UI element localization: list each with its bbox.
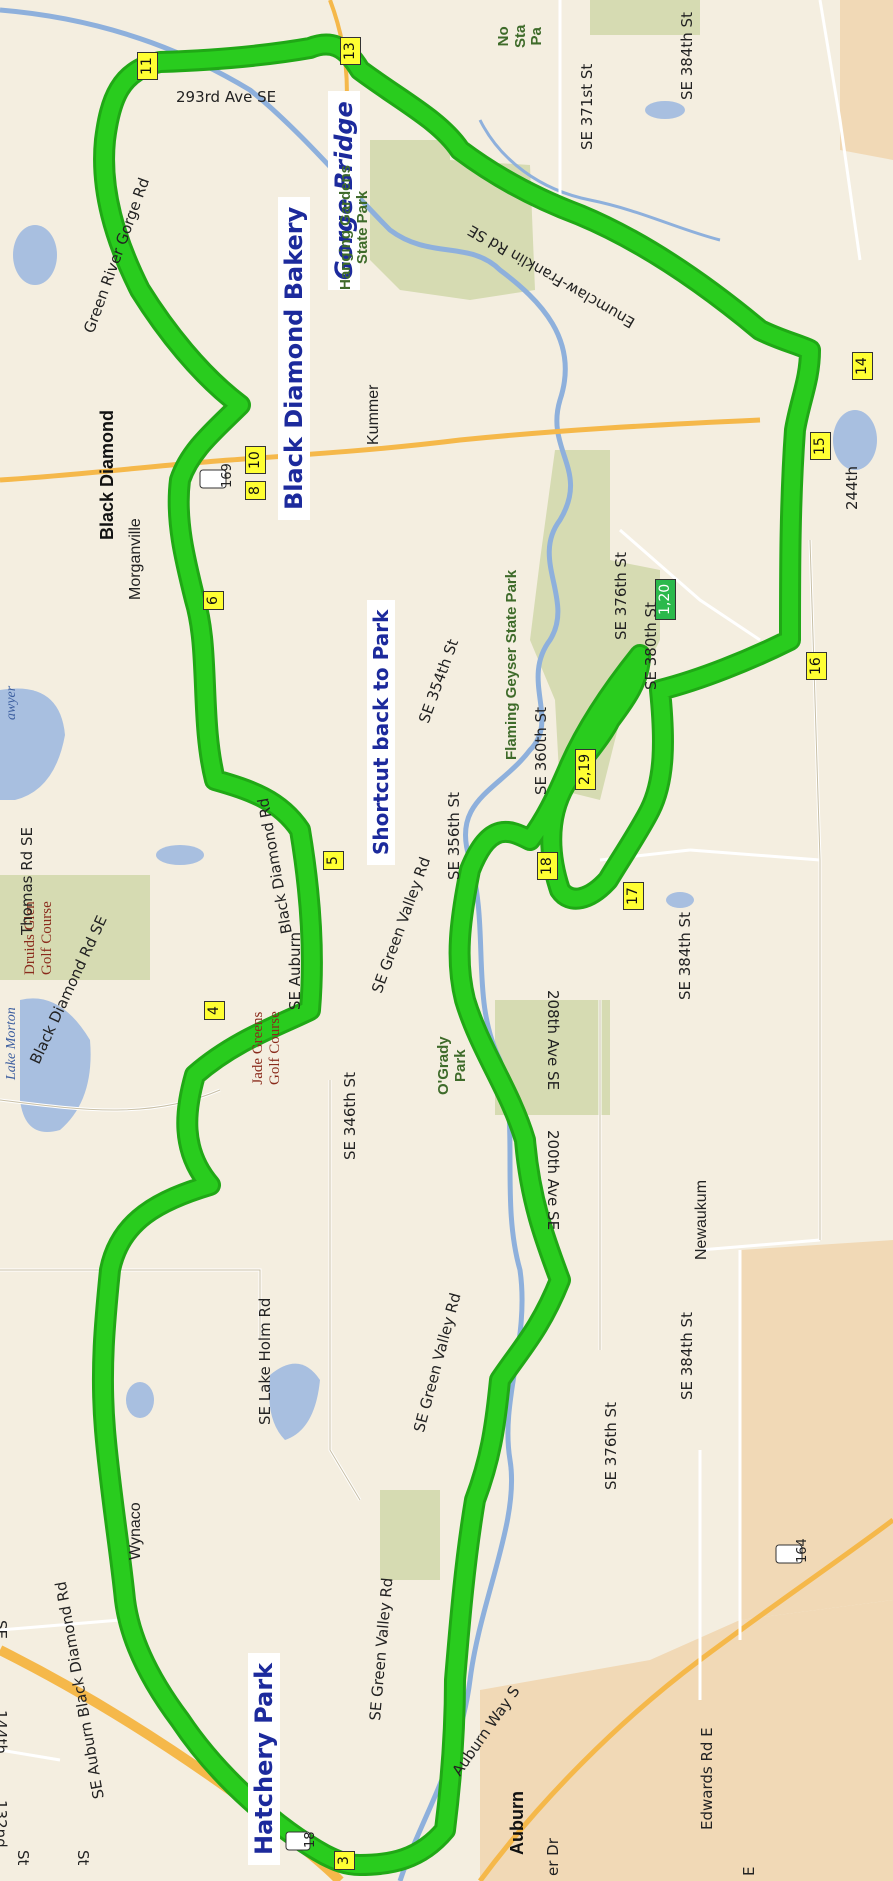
place-newaukum: Newaukum (693, 1179, 710, 1260)
waypoint-17[interactable]: 17 (623, 882, 645, 910)
road-dr-fragment: er Dr (544, 1838, 562, 1876)
waypoint-8[interactable]: 8 (245, 481, 267, 500)
road-edwards: Edwards Rd E (698, 1727, 716, 1830)
small-park-area (380, 1490, 440, 1580)
lake-morton (20, 998, 91, 1132)
road-st-fragment-1: St (14, 1850, 32, 1866)
lake-sawyer-label: awyer (4, 685, 19, 720)
east-urban-area (840, 0, 893, 160)
golf-jade-greens: Jade Greens Golf Course (250, 1011, 283, 1085)
road-se-384th-s: SE 384th St (678, 1312, 696, 1400)
callout-black-diamond-bakery: Black Diamond Bakery (278, 196, 310, 520)
road-se-380th: SE 380th St (642, 602, 660, 690)
green-river (0, 7, 573, 1881)
waypoint-6[interactable]: 6 (203, 591, 225, 610)
road-200th-ave: 200th Ave SE (544, 1130, 562, 1231)
road-e-fragment: E (740, 1866, 758, 1876)
callout-shortcut: Shortcut back to Park (367, 599, 395, 865)
road-144th: 144th (0, 1710, 10, 1755)
road-se-fragment: SE (0, 1620, 10, 1639)
pond-3 (126, 1382, 154, 1418)
waypoint-15[interactable]: 15 (810, 432, 832, 460)
road-se-384th-e: SE 384th St (676, 912, 694, 1000)
waypoint-14[interactable]: 14 (852, 352, 874, 380)
hwy-18-label: 18 (303, 1831, 318, 1848)
road-244th: 244th (843, 465, 861, 510)
place-kummer: Kummer (365, 384, 382, 445)
pond-1 (13, 225, 57, 285)
park-north-state-park: No Sta Pa (495, 24, 545, 48)
road-thomas: Thomas Rd SE (18, 827, 36, 935)
park-hanging-gardens: Hanging Gardens State Park (337, 164, 371, 290)
auburn-urban-area (480, 1600, 893, 1881)
waypoint-4[interactable]: 4 (204, 1001, 226, 1020)
place-auburn: Auburn (507, 1791, 527, 1855)
waypoint-10[interactable]: 10 (245, 446, 267, 474)
creek (478, 119, 721, 242)
southeast-urban-area (740, 1240, 893, 1620)
pond-2 (156, 845, 204, 865)
waypoint-3[interactable]: 3 (334, 1851, 356, 1870)
route (94, 36, 818, 1873)
park-flaming-geyser: Flaming Geyser State Park (503, 569, 520, 760)
place-black-diamond: Black Diamond (97, 409, 117, 540)
hwy-18-shield (285, 1831, 311, 1851)
road-se-384th-ne: SE 384th St (678, 12, 696, 100)
road-132nd: 132nd (0, 1800, 10, 1848)
callout-hatchery-park: Hatchery Park (248, 1652, 280, 1865)
lake-morton-label: Lake Morton (4, 1007, 19, 1080)
hwy-164-label: 164 (795, 1538, 810, 1563)
pond-5 (833, 410, 877, 470)
flaming-geyser-area (530, 450, 660, 800)
lake-holm (269, 1363, 320, 1440)
waypoint-11[interactable]: 11 (137, 52, 159, 80)
road-se-376th-s: SE 376th St (602, 1402, 620, 1490)
lake-sawyer (0, 688, 65, 800)
waypoint-16[interactable]: 16 (806, 652, 828, 680)
road-se-356th: SE 356th St (445, 792, 463, 880)
road-se-360th: SE 360th St (532, 707, 550, 795)
waypoint-2-19[interactable]: 2,19 (575, 748, 597, 790)
road-se-lake-holm: SE Lake Holm Rd (256, 1297, 274, 1425)
road-se-371st: SE 371st St (578, 63, 596, 150)
road-outlines (0, 539, 821, 1501)
road-293rd-ave: 293rd Ave SE (176, 88, 277, 106)
place-wynaco: Wynaco (127, 1502, 144, 1560)
hwy-164-shield (775, 1544, 803, 1564)
road-208th-ave: 208th Ave SE (544, 990, 562, 1091)
ne-park-area (590, 0, 700, 35)
hwy-169-shield (199, 469, 227, 489)
road-se-auburn: SE Auburn (286, 932, 304, 1010)
waypoint-5[interactable]: 5 (323, 851, 345, 870)
pond-4 (645, 101, 685, 119)
park-ogrady: O'Grady Park (435, 1036, 469, 1095)
place-morganville: Morganville (127, 518, 144, 600)
hwy-169-label: 169 (220, 463, 235, 488)
pond-6 (666, 892, 694, 908)
waypoint-18[interactable]: 18 (537, 852, 559, 880)
waypoint-13[interactable]: 13 (340, 37, 362, 65)
druids-glen-area (0, 875, 150, 980)
road-st-fragment-2: St (74, 1850, 92, 1866)
highway-169 (0, 417, 761, 483)
road-se-346th: SE 346th St (341, 1072, 359, 1160)
road-se-376th: SE 376th St (612, 552, 630, 640)
